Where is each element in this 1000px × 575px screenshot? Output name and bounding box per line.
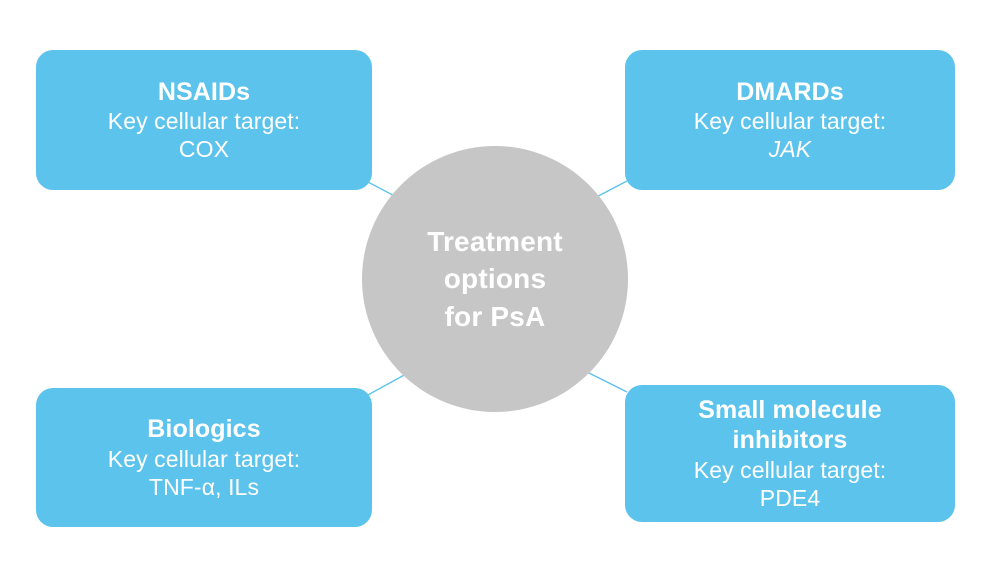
node-nsaids-title: NSAIDs (157, 77, 251, 106)
connector-biologics-to-center (365, 372, 409, 397)
node-smi-title-line1: Small molecule (698, 395, 882, 424)
node-nsaids[interactable]: NSAIDs Key cellular target: COX (36, 50, 372, 190)
node-biologics-target: TNF-α, ILs (148, 473, 260, 500)
center-hub: Treatment options for PsA (362, 146, 628, 412)
node-biologics[interactable]: Biologics Key cellular target: TNF-α, IL… (36, 388, 372, 527)
node-dmards-target: JAK (768, 136, 812, 163)
node-nsaids-subtitle: Key cellular target: (107, 108, 301, 135)
connector-smi-to-center (584, 370, 628, 393)
node-dmards-title: DMARDs (736, 77, 844, 106)
node-small-molecule-inhibitors[interactable]: Small molecule inhibitors Key cellular t… (625, 385, 955, 522)
node-smi-title-line2: inhibitors (732, 426, 848, 455)
node-dmards[interactable]: DMARDs Key cellular target: JAK (625, 50, 955, 190)
node-biologics-subtitle: Key cellular target: (107, 445, 301, 472)
center-hub-line3: for PsA (444, 300, 546, 332)
node-nsaids-target: COX (178, 136, 230, 163)
center-hub-line1: Treatment (427, 226, 563, 258)
node-biologics-title: Biologics (147, 415, 261, 444)
center-hub-label: Treatment options for PsA (427, 223, 563, 335)
node-smi-target: PDE4 (759, 485, 821, 511)
node-dmards-subtitle: Key cellular target: (693, 108, 887, 135)
center-hub-line2: options (443, 263, 547, 295)
node-smi-subtitle: Key cellular target: (693, 456, 887, 483)
